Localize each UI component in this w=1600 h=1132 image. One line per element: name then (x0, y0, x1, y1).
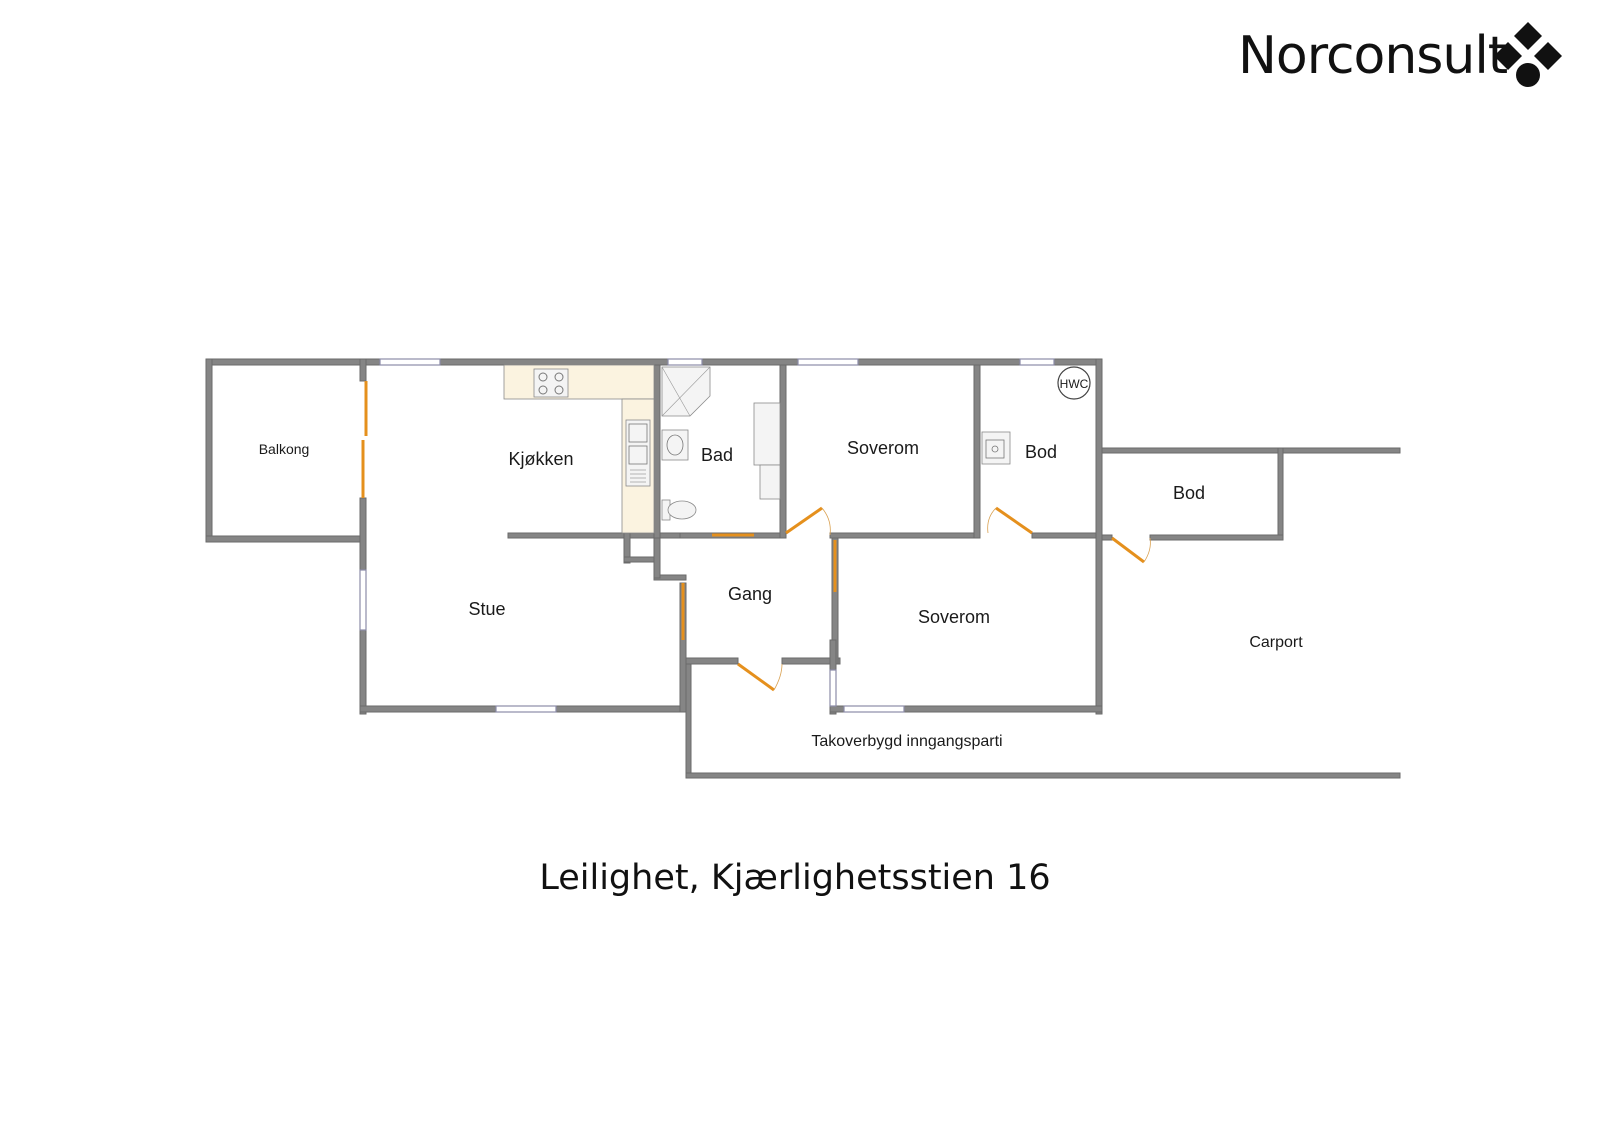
shower-icon (661, 366, 711, 417)
windows (359, 358, 1055, 713)
logo-wordmark: Norconsult (1238, 26, 1508, 86)
room-label-bod-1: Bod (1025, 442, 1057, 462)
stove-icon (533, 368, 569, 398)
room-label-gang: Gang (728, 584, 772, 604)
room-label-inngang: Takoverbygd inngangsparti (811, 733, 1002, 750)
hwc-label: HWC (1060, 377, 1089, 391)
norconsult-logo: Norconsult (1238, 18, 1568, 98)
room-label-soverom-1: Soverom (847, 438, 919, 458)
bod-fixtures: HWC (981, 366, 1091, 465)
utility-sink-icon (981, 431, 1011, 465)
room-label-stue: Stue (468, 599, 505, 619)
logo-diamond-icon (1494, 22, 1562, 87)
bathroom-sink-icon (661, 429, 689, 461)
walls (205, 358, 1401, 779)
room-label-bod-2: Bod (1173, 483, 1205, 503)
room-label-balkong: Balkong (259, 441, 310, 457)
kitchen-fixtures (503, 364, 655, 534)
water-heater-icon: HWC (1057, 366, 1091, 400)
room-label-carport: Carport (1249, 634, 1303, 651)
room-label-soverom-2: Soverom (918, 607, 990, 627)
washer-cabinet (753, 402, 781, 500)
toilet-icon (661, 499, 697, 521)
bathroom-fixtures (661, 366, 781, 521)
doors (361, 381, 1151, 692)
room-labels: Balkong Kjøkken Bad Soverom Bod Bod Stue… (259, 438, 1304, 750)
room-label-kjokken: Kjøkken (508, 449, 573, 469)
plan-title: Leilighet, Kjærlighetsstien 16 (539, 858, 1051, 898)
kitchen-sink-icon (625, 419, 651, 487)
room-label-bad: Bad (701, 445, 733, 465)
